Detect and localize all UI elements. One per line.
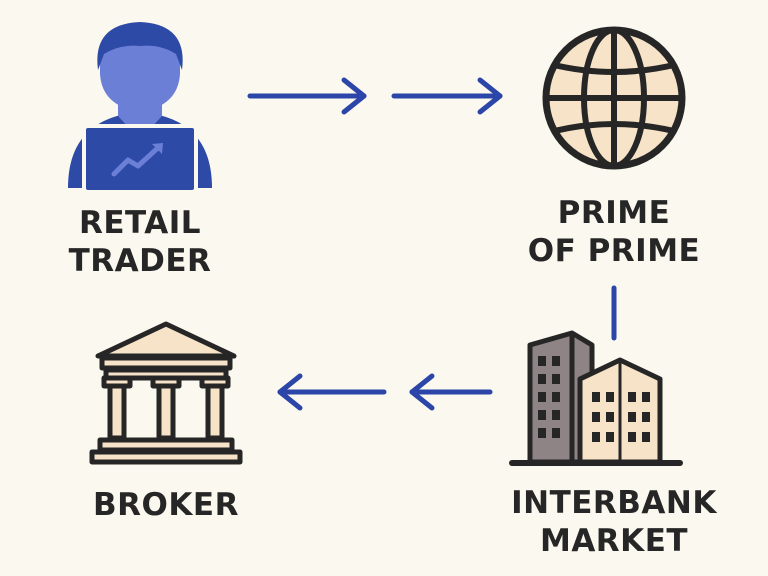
interbank-market-label: INTERBANK MARKET <box>474 484 754 560</box>
bank-building-icon <box>89 321 243 465</box>
interbank-market-label-line2: MARKET <box>539 523 689 559</box>
globe-icon <box>542 26 686 170</box>
retail-trader-label: RETAIL TRADER <box>40 204 240 280</box>
office-buildings-icon <box>509 330 683 466</box>
arrow-retail-to-prime <box>247 77 503 115</box>
arrow-interbank-to-broker <box>277 373 493 411</box>
retail-trader-label-line1: RETAIL <box>78 205 202 241</box>
broker-label: BROKER <box>66 486 266 524</box>
person-laptop-icon <box>68 22 212 194</box>
retail-trader-label-line2: TRADER <box>68 243 212 279</box>
prime-of-prime-label-line1: PRIME <box>557 195 671 231</box>
prime-of-prime-label: PRIME OF PRIME <box>494 194 734 270</box>
prime-of-prime-label-line2: OF PRIME <box>527 233 701 269</box>
interbank-market-label-line1: INTERBANK <box>511 485 717 521</box>
broker-label-line1: BROKER <box>93 487 239 523</box>
